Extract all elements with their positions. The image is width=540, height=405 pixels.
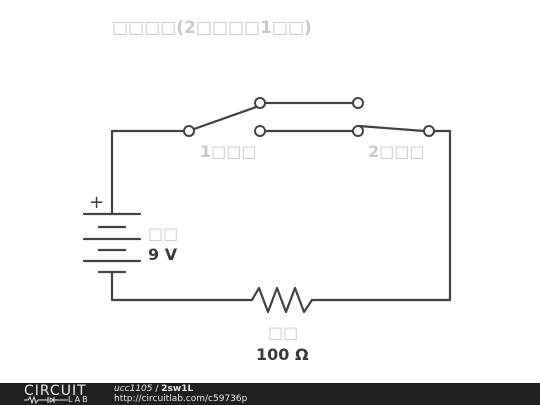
resistor-value-label: 100 Ω — [256, 345, 309, 364]
footer-circuit-credit: ucc1105 / 2sw1L — [114, 384, 193, 394]
circuitlab-logo[interactable]: CIRCUIT LAB — [24, 383, 94, 404]
switch1-label: 1□□□ — [200, 142, 257, 161]
battery-plus-sign: + — [89, 192, 105, 213]
switch2-upper-terminal — [352, 97, 364, 109]
resistor-symbol — [250, 286, 314, 314]
logo-text-lab: LAB — [68, 395, 90, 404]
wire-right-bottom — [310, 129, 452, 302]
footer-author[interactable]: ucc1105 — [114, 384, 153, 394]
diagram-title: □□□□(2□□□□1□□) — [112, 18, 312, 38]
resistor-name-label: □□ — [268, 323, 299, 342]
switch1-upper-terminal — [254, 97, 266, 109]
switch2-label: 2□□□ — [368, 142, 425, 161]
switch2-blade — [357, 124, 426, 133]
wire-left-bottom — [110, 270, 254, 302]
battery-value-label: 9 V — [148, 245, 178, 264]
footer-separator: / — [152, 384, 162, 394]
footer-url-link[interactable]: http://circuitlab.com/c59736p — [114, 394, 248, 404]
logo-wave-icon — [24, 396, 68, 404]
battery-name-label: □□ — [148, 224, 179, 243]
switch1-lower-terminal — [254, 125, 266, 137]
switch1-blade — [192, 104, 261, 131]
footer-bar: CIRCUIT LAB ucc1105 / 2sw1L http://circu… — [0, 383, 540, 405]
logo-text-circuit: CIRCUIT — [24, 383, 87, 399]
switch2-common-terminal — [423, 125, 435, 137]
switch1-common-terminal — [183, 125, 195, 137]
switch2-lower-terminal — [352, 125, 364, 137]
footer-circuit-name[interactable]: 2sw1L — [161, 384, 194, 394]
